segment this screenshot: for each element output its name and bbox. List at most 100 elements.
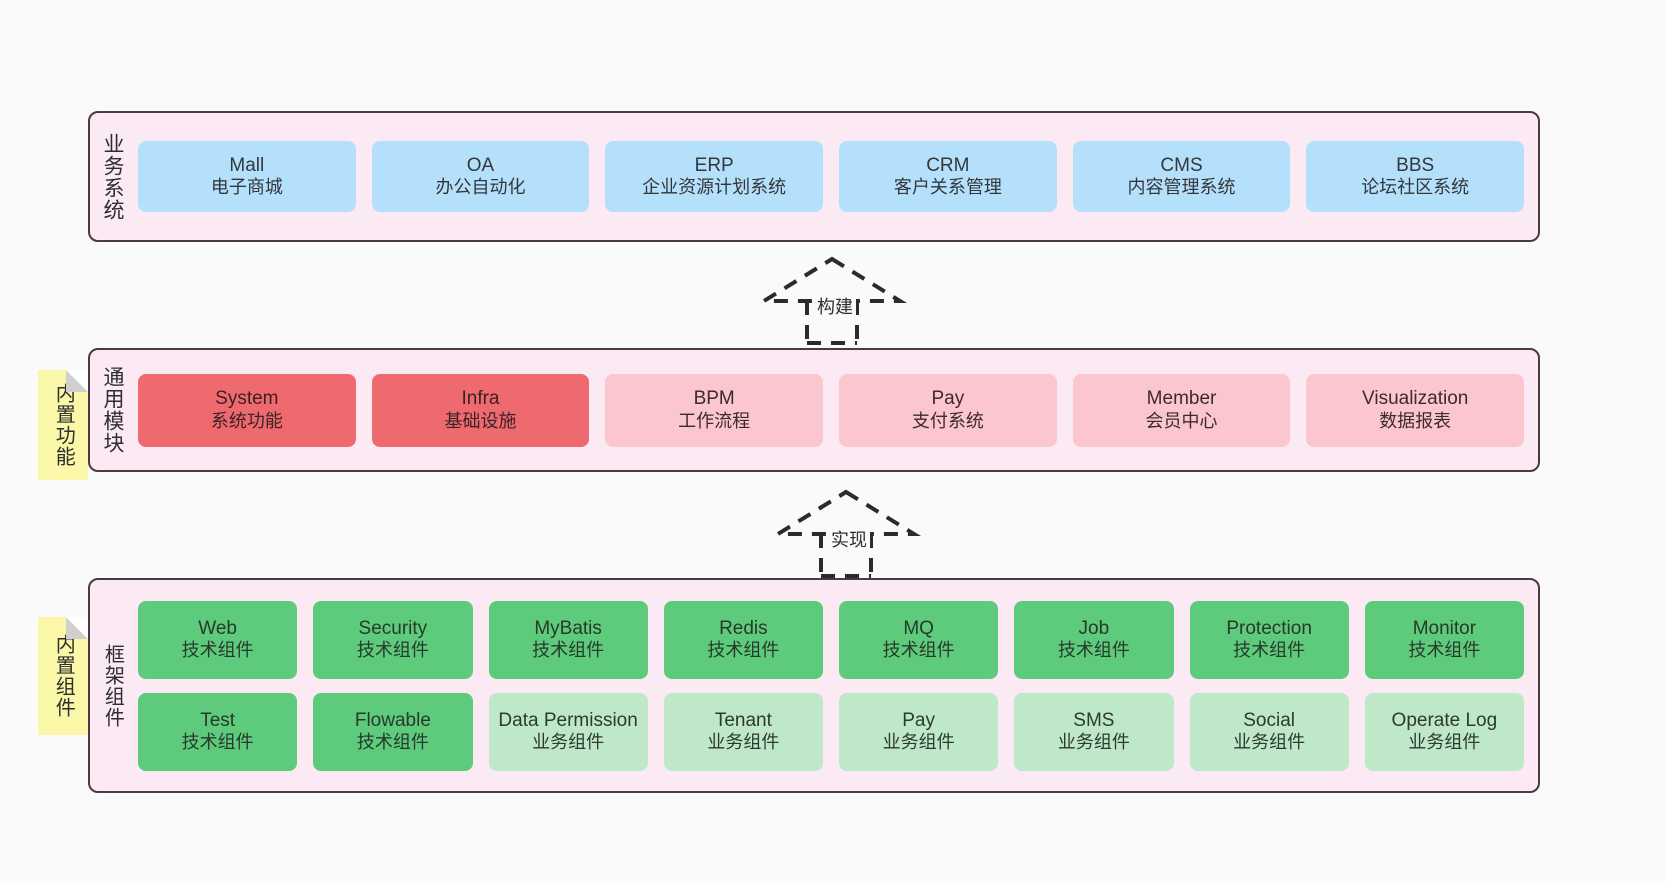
card-subtitle: 技术组件 <box>181 732 254 753</box>
card-title: Flowable <box>354 709 431 731</box>
card-subtitle: 技术组件 <box>1057 640 1130 661</box>
arrow-implement: 实现 <box>766 488 926 578</box>
layer-body-business-system: Mall 电子商城 OA 办公自动化 ERP 企业资源计划系统 CRM 客户关系… <box>134 113 1538 240</box>
card-bbs[interactable]: BBS 论坛社区系统 <box>1306 141 1525 212</box>
card-social[interactable]: Social 业务组件 <box>1189 692 1349 771</box>
layer-business-system[interactable]: 业务系统 Mall 电子商城 OA 办公自动化 ERP 企业资源计划系统 CRM… <box>88 111 1540 242</box>
card-title: Job <box>1078 617 1110 639</box>
card-title: Member <box>1146 388 1217 410</box>
card-title: OA <box>466 154 495 176</box>
card-subtitle: 数据报表 <box>1379 410 1452 431</box>
card-subtitle: 论坛社区系统 <box>1361 177 1470 198</box>
arrow-label-build: 构建 <box>814 293 856 319</box>
card-subtitle: 技术组件 <box>356 640 429 661</box>
card-member[interactable]: Member 会员中心 <box>1072 373 1291 447</box>
card-operate-log[interactable]: Operate Log 业务组件 <box>1364 692 1524 771</box>
card-test[interactable]: Test 技术组件 <box>138 692 298 771</box>
card-sms[interactable]: SMS 业务组件 <box>1014 692 1174 771</box>
card-subtitle: 系统功能 <box>210 410 283 431</box>
card-title: Monitor <box>1412 617 1477 639</box>
card-title: Security <box>358 617 428 639</box>
card-erp[interactable]: ERP 企业资源计划系统 <box>605 141 824 212</box>
card-row: Web 技术组件 Security 技术组件 MyBatis 技术组件 Redi… <box>138 600 1524 679</box>
card-subtitle: 技术组件 <box>1408 640 1481 661</box>
card-crm[interactable]: CRM 客户关系管理 <box>839 141 1057 212</box>
card-subtitle: 技术组件 <box>882 640 955 661</box>
card-title: Pay <box>931 388 965 410</box>
card-protection[interactable]: Protection 技术组件 <box>1189 600 1349 679</box>
card-mall[interactable]: Mall 电子商城 <box>138 141 356 212</box>
layer-body-framework-component: Web 技术组件 Security 技术组件 MyBatis 技术组件 Redi… <box>134 580 1538 791</box>
layer-title-common-module: 通用模块 <box>100 366 124 454</box>
card-subtitle: 客户关系管理 <box>893 177 1002 198</box>
card-bpm[interactable]: BPM 工作流程 <box>605 373 824 447</box>
card-flowable[interactable]: Flowable 技术组件 <box>313 692 473 771</box>
card-subtitle: 办公自动化 <box>435 177 526 198</box>
card-title: CRM <box>926 154 970 176</box>
card-title: Visualization <box>1362 388 1469 410</box>
card-security[interactable]: Security 技术组件 <box>313 600 473 679</box>
card-title: BPM <box>693 388 735 410</box>
card-title: Web <box>198 617 237 639</box>
card-title: MyBatis <box>534 617 602 639</box>
card-subtitle: 技术组件 <box>532 640 605 661</box>
note-text: 内置功能 <box>52 383 75 467</box>
card-subtitle: 技术组件 <box>181 640 254 661</box>
card-pay-component[interactable]: Pay 业务组件 <box>839 692 999 771</box>
card-title: MQ <box>903 617 934 639</box>
card-title: Test <box>200 709 236 731</box>
arrow-build: 构建 <box>752 255 912 345</box>
card-subtitle: 业务组件 <box>882 732 955 753</box>
card-tenant[interactable]: Tenant 业务组件 <box>663 692 823 771</box>
layer-title-business-system: 业务系统 <box>100 132 124 221</box>
layer-framework-component[interactable]: 框架组件 Web 技术组件 Security 技术组件 MyBatis 技术组件… <box>88 578 1540 793</box>
card-pay[interactable]: Pay 支付系统 <box>839 373 1057 447</box>
card-title: SMS <box>1073 709 1115 731</box>
layer-common-module[interactable]: 通用模块 System 系统功能 Infra 基础设施 BPM 工作流程 Pay… <box>88 348 1540 472</box>
layer-title-framework-component: 框架组件 <box>101 643 124 728</box>
card-job[interactable]: Job 技术组件 <box>1014 600 1174 679</box>
layer-body-common-module: System 系统功能 Infra 基础设施 BPM 工作流程 Pay 支付系统… <box>134 350 1538 470</box>
card-title: Operate Log <box>1391 709 1498 731</box>
card-system[interactable]: System 系统功能 <box>138 373 356 447</box>
card-title: Protection <box>1226 617 1312 639</box>
arrow-shaft <box>805 301 859 345</box>
card-monitor[interactable]: Monitor 技术组件 <box>1364 600 1524 679</box>
card-subtitle: 业务组件 <box>1057 732 1130 753</box>
card-infra[interactable]: Infra 基础设施 <box>371 373 590 447</box>
card-redis[interactable]: Redis 技术组件 <box>663 600 823 679</box>
card-title: Mall <box>229 154 265 176</box>
card-subtitle: 内容管理系统 <box>1127 177 1236 198</box>
card-row: Test 技术组件 Flowable 技术组件 Data Permission … <box>138 692 1524 771</box>
card-title: System <box>215 388 279 410</box>
card-row: Mall 电子商城 OA 办公自动化 ERP 企业资源计划系统 CRM 客户关系… <box>138 141 1525 212</box>
card-data-permission[interactable]: Data Permission 业务组件 <box>488 692 648 771</box>
note-text: 内置组件 <box>52 634 75 718</box>
note-builtin-component[interactable]: 内置组件 <box>38 617 88 735</box>
note-builtin-function[interactable]: 内置功能 <box>38 370 88 480</box>
card-subtitle: 技术组件 <box>356 732 429 753</box>
card-subtitle: 业务组件 <box>1233 732 1306 753</box>
card-row: System 系统功能 Infra 基础设施 BPM 工作流程 Pay 支付系统… <box>138 373 1525 447</box>
card-title: Infra <box>461 388 500 410</box>
card-subtitle: 技术组件 <box>1233 640 1306 661</box>
card-subtitle: 基础设施 <box>444 410 517 431</box>
card-title: Tenant <box>714 709 772 731</box>
card-title: BBS <box>1396 154 1435 176</box>
card-subtitle: 支付系统 <box>911 410 984 431</box>
card-cms[interactable]: CMS 内容管理系统 <box>1072 141 1291 212</box>
card-subtitle: 技术组件 <box>707 640 780 661</box>
card-title: Redis <box>719 617 768 639</box>
card-visualization[interactable]: Visualization 数据报表 <box>1306 373 1525 447</box>
card-subtitle: 电子商城 <box>210 177 283 198</box>
card-title: Pay <box>902 709 935 731</box>
card-subtitle: 业务组件 <box>532 732 605 753</box>
arrow-shaft <box>819 534 873 578</box>
card-title: Social <box>1243 709 1295 731</box>
card-oa[interactable]: OA 办公自动化 <box>371 141 590 212</box>
card-subtitle: 工作流程 <box>678 410 751 431</box>
card-subtitle: 会员中心 <box>1145 410 1218 431</box>
card-mybatis[interactable]: MyBatis 技术组件 <box>488 600 648 679</box>
card-web[interactable]: Web 技术组件 <box>138 600 298 679</box>
card-mq[interactable]: MQ 技术组件 <box>839 600 999 679</box>
